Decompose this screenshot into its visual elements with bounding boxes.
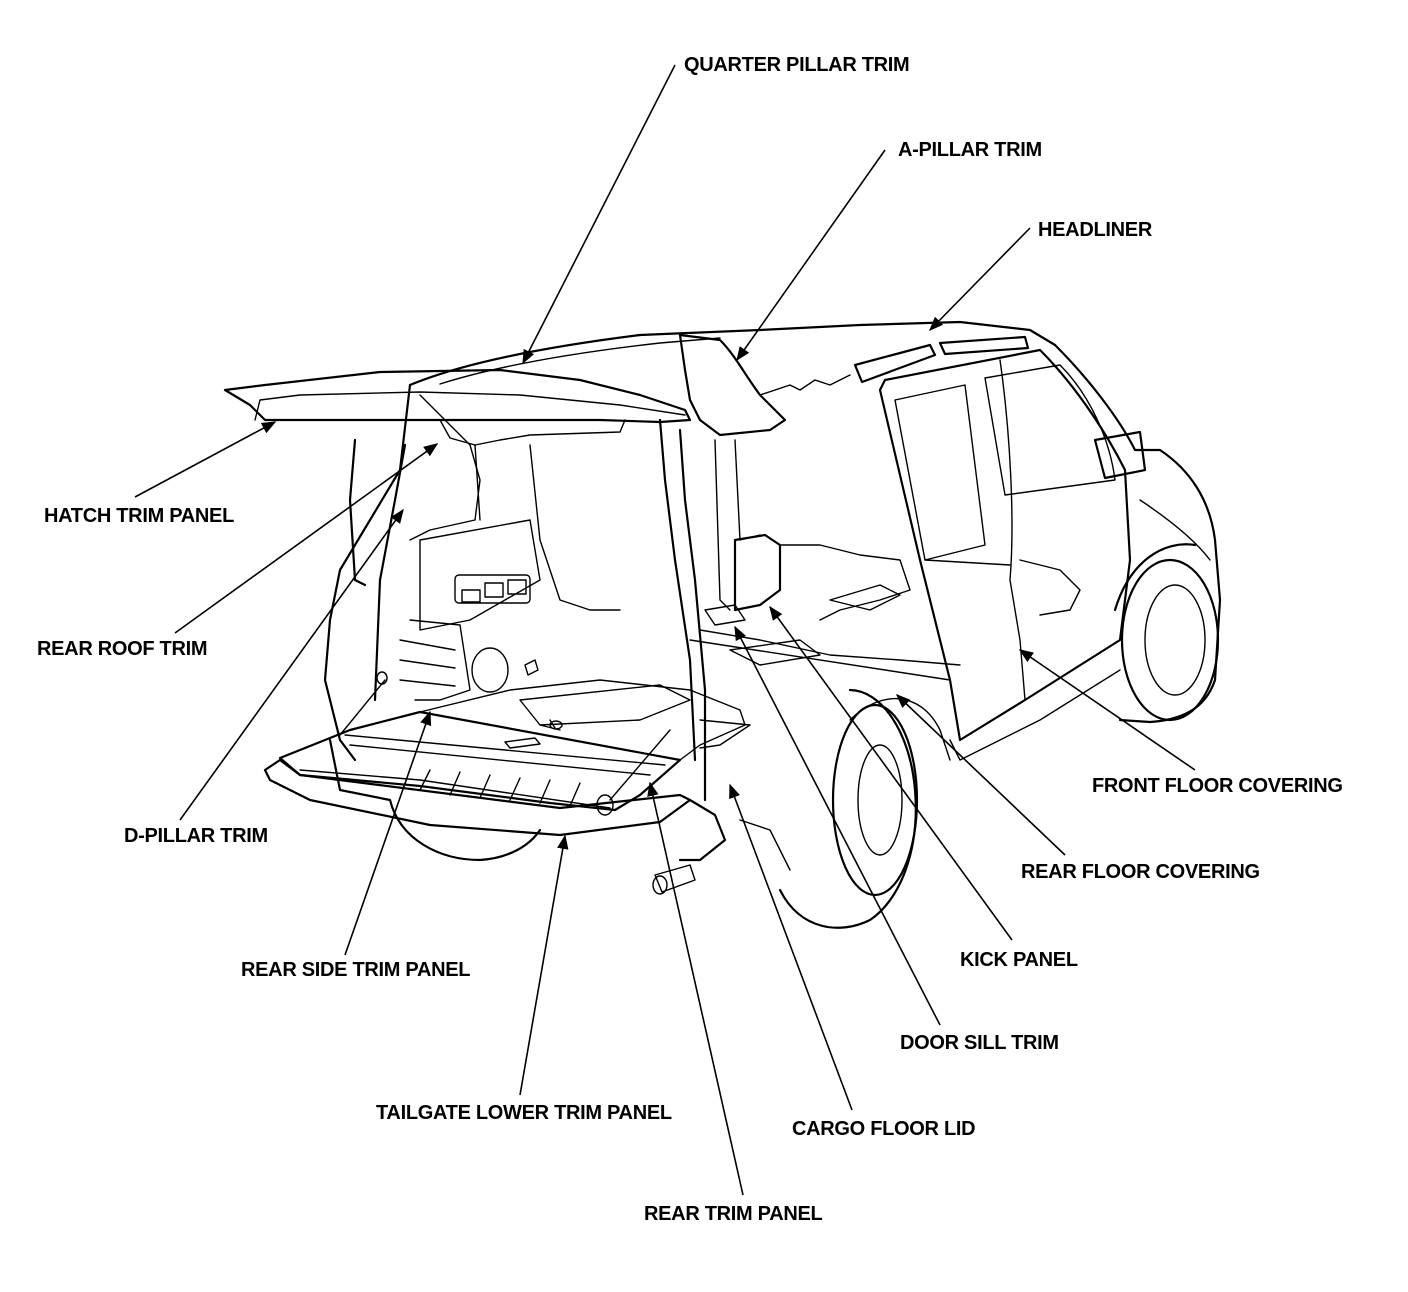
label-front-floor-covering: FRONT FLOOR COVERING bbox=[1092, 775, 1343, 797]
leader-tailgate-lower-trim-panel bbox=[519, 834, 569, 1096]
label-headliner: HEADLINER bbox=[1038, 219, 1153, 241]
leader-cargo-floor-lid bbox=[729, 783, 853, 1111]
label-tailgate-lower-trim-panel: TAILGATE LOWER TRIM PANEL bbox=[376, 1102, 672, 1124]
vehicle-illustration bbox=[223, 320, 1222, 929]
leader-a-pillar-trim bbox=[736, 149, 886, 362]
label-rear-side-trim-panel: REAR SIDE TRIM PANEL bbox=[241, 959, 470, 981]
label-cargo-floor-lid: CARGO FLOOR LID bbox=[792, 1118, 975, 1140]
label-rear-roof-trim: REAR ROOF TRIM bbox=[37, 638, 207, 660]
label-hatch-trim-panel: HATCH TRIM PANEL bbox=[44, 505, 234, 527]
leader-hatch-trim-panel bbox=[134, 421, 277, 498]
leader-front-floor-covering bbox=[1018, 649, 1196, 771]
leader-rear-floor-covering bbox=[895, 694, 1066, 856]
leader-door-sill-trim bbox=[734, 625, 941, 1026]
leader-rear-side-trim-panel bbox=[344, 710, 432, 956]
label-a-pillar-trim: A-PILLAR TRIM bbox=[898, 139, 1042, 161]
label-rear-floor-covering: REAR FLOOR COVERING bbox=[1021, 861, 1260, 883]
label-rear-trim-panel: REAR TRIM PANEL bbox=[644, 1203, 823, 1225]
leader-headliner bbox=[928, 227, 1031, 332]
label-door-sill-trim: DOOR SILL TRIM bbox=[900, 1032, 1059, 1054]
leader-rear-roof-trim bbox=[174, 443, 439, 634]
leader-rear-trim-panel bbox=[647, 781, 744, 1196]
leader-quarter-pillar-trim bbox=[522, 64, 676, 365]
leader-kick-panel bbox=[769, 605, 1013, 941]
leader-lines bbox=[134, 64, 1196, 1196]
label-quarter-pillar-trim: QUARTER PILLAR TRIM bbox=[684, 54, 909, 76]
callout-labels: QUARTER PILLAR TRIM A-PILLAR TRIM HEADLI… bbox=[37, 54, 1343, 1225]
leader-d-pillar-trim bbox=[179, 508, 404, 821]
label-kick-panel: KICK PANEL bbox=[960, 949, 1078, 971]
label-d-pillar-trim: D-PILLAR TRIM bbox=[124, 825, 268, 847]
